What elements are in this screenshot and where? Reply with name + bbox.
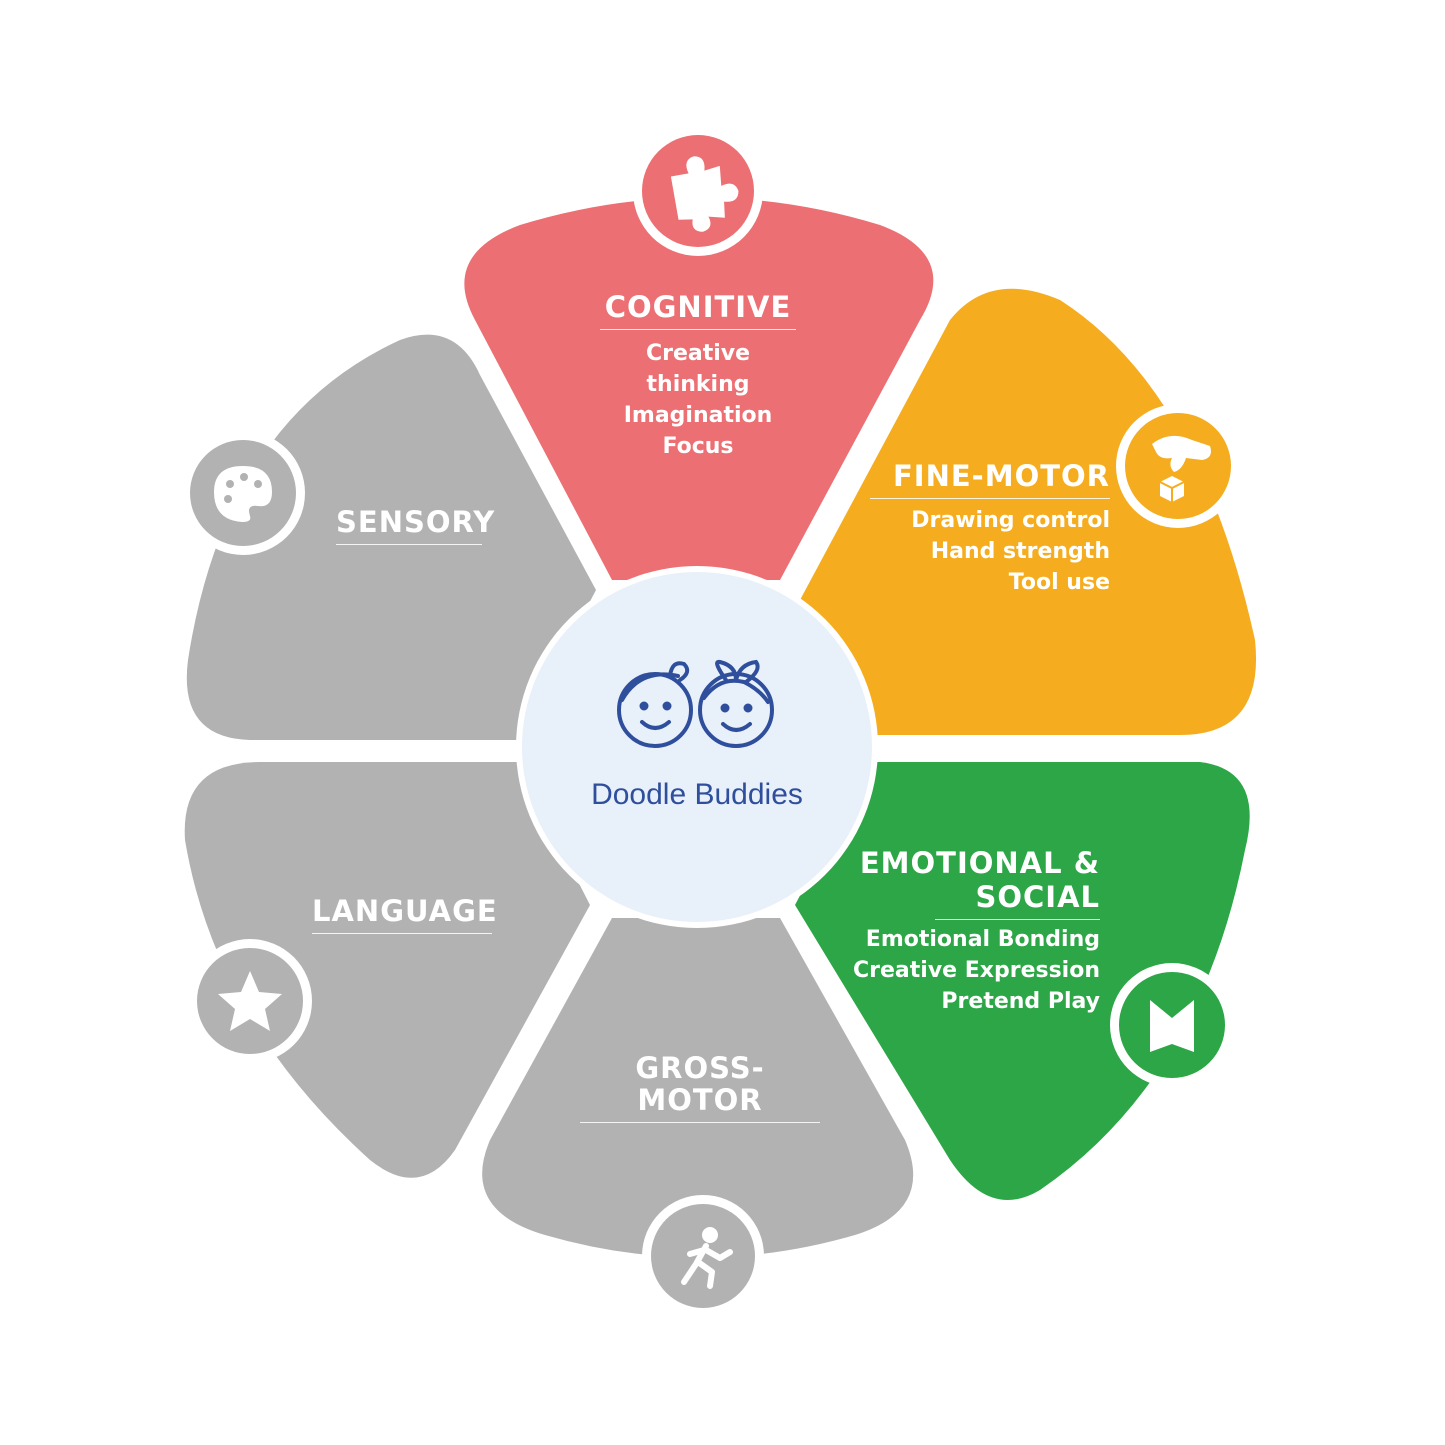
petal-line: Creative thinking (645, 340, 751, 397)
running-person-icon (642, 1195, 764, 1317)
paint-palette-icon (181, 431, 305, 555)
petal-title: EMOTIONAL & (859, 846, 1100, 880)
petal-title: LANGUAGE (312, 895, 497, 934)
petal-sensory (186, 334, 596, 740)
petal-emotional-social (795, 762, 1250, 1200)
petal-line: Pretend Play (941, 988, 1100, 1014)
petal-cognitive-text: COGNITIVE Creative thinking Imagination … (600, 291, 796, 462)
petal-line: Hand strength (930, 538, 1110, 564)
star-icon (188, 939, 312, 1063)
petal-line: Imagination (623, 402, 773, 428)
hand-block-icon (1116, 404, 1240, 528)
petal-gross-motor-text: GROSS-MOTOR (580, 1052, 820, 1123)
petal-sensory-text: SENSORY (336, 506, 494, 545)
petal-line: Focus (662, 433, 734, 459)
petal-title: COGNITIVE (600, 291, 796, 330)
petal-line: Emotional Bonding (865, 926, 1100, 952)
petal-title: SENSORY (336, 506, 494, 545)
puzzle-piece-icon (633, 126, 763, 256)
petal-language (184, 762, 591, 1178)
center-disc (522, 572, 872, 922)
petal-title: GROSS-MOTOR (580, 1052, 820, 1123)
petal-title: FINE-MOTOR (870, 460, 1110, 499)
petal-line: Drawing control (911, 507, 1110, 533)
center-label: Doodle Buddies (591, 778, 803, 811)
two-kids-faces-icon (617, 659, 774, 748)
petal-title: SOCIAL (935, 881, 1100, 920)
petal-gross-motor (482, 918, 914, 1258)
open-book-icon (1110, 963, 1234, 1087)
petal-line: Creative Expression (853, 957, 1100, 983)
petal-language-text: LANGUAGE (312, 895, 497, 934)
petal-emotional-text: EMOTIONAL & SOCIAL Emotional Bonding Cre… (840, 846, 1100, 1017)
petal-fine-motor-text: FINE-MOTOR Drawing control Hand strength… (870, 460, 1110, 598)
petal-line: Tool use (1008, 569, 1110, 595)
petal-cognitive (464, 197, 934, 580)
petal-fine-motor (800, 288, 1257, 735)
